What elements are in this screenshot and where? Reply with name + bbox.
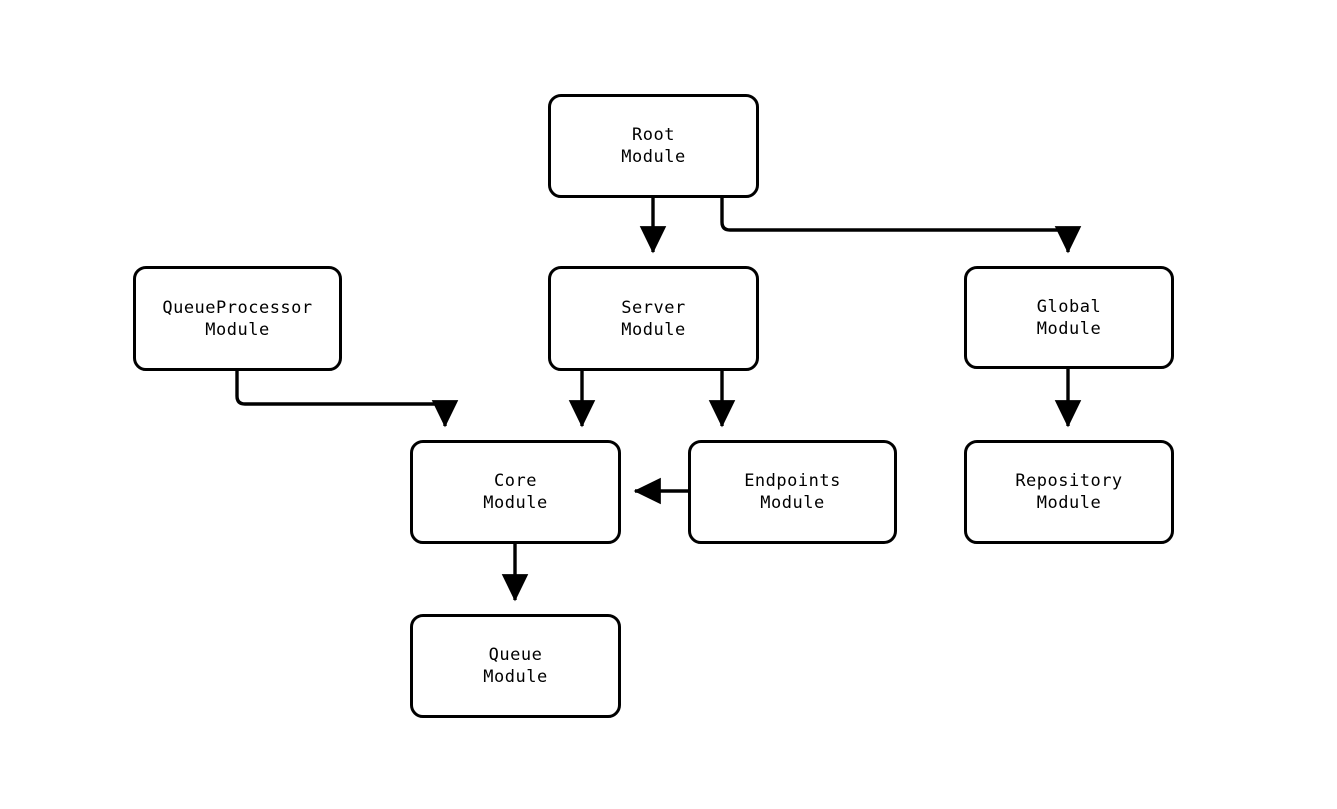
node-root-module-suffix: Module <box>621 147 686 167</box>
node-repository-module[interactable]: Repository Module <box>964 440 1174 544</box>
node-root-module[interactable]: Root Module <box>548 94 759 198</box>
node-repository-module-name: Repository <box>1015 471 1123 491</box>
node-server-module-suffix: Module <box>621 319 686 340</box>
node-queue-module-name: Queue <box>488 645 543 665</box>
node-global-module-suffix: Module <box>1036 318 1102 339</box>
node-global-module[interactable]: Global Module <box>964 266 1174 369</box>
node-repository-module-suffix: Module <box>1036 493 1102 513</box>
node-queue-module-suffix: Module <box>483 667 548 687</box>
node-core-module-name: Core <box>494 471 537 491</box>
node-queue-module[interactable]: Queue Module <box>410 614 621 718</box>
node-core-module[interactable]: Core Module <box>410 440 621 544</box>
node-endpoints-module[interactable]: Endpoints Module <box>688 440 897 544</box>
node-server-module[interactable]: Server Module <box>548 266 759 371</box>
node-server-module-name: Server <box>621 297 686 318</box>
node-queueprocessor-module-name: QueueProcessor <box>162 297 313 318</box>
node-endpoints-module-name: Endpoints <box>744 471 841 491</box>
node-core-module-suffix: Module <box>483 493 548 513</box>
node-root-module-name: Root <box>632 125 675 145</box>
edge-root-global <box>720 198 1082 254</box>
edge-queueprocessor-core <box>235 371 459 428</box>
node-endpoints-module-suffix: Module <box>760 493 825 513</box>
node-queueprocessor-module-suffix: Module <box>205 319 270 340</box>
node-global-module-name: Global <box>1036 296 1102 317</box>
node-queueprocessor-module[interactable]: QueueProcessor Module <box>133 266 342 371</box>
